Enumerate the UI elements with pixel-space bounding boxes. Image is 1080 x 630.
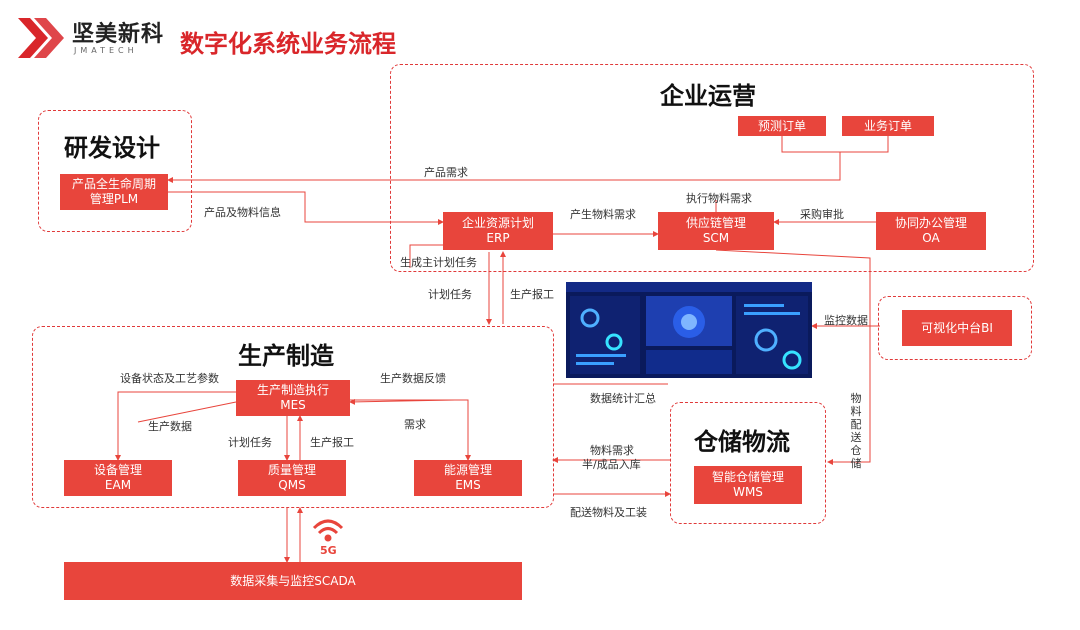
label-material-demand: 物料需求	[590, 444, 634, 457]
label-data-stats: 数据统计汇总	[590, 392, 656, 405]
label-delivery-material: 配送物料及工装	[570, 506, 647, 519]
forecast-order-box[interactable]: 预测订单	[738, 116, 826, 136]
bi-label: 可视化中台BI	[921, 320, 993, 335]
oa-label-1: 协同办公管理	[894, 216, 967, 230]
scm-box[interactable]: 供应链管理 SCM	[658, 212, 774, 250]
region-mfg-title: 生产制造	[238, 342, 334, 370]
qms-box[interactable]: 质量管理 QMS	[238, 460, 346, 496]
label-plan-task-2: 计划任务	[228, 436, 272, 449]
oa-label-2: OA	[922, 231, 940, 245]
region-mfg	[32, 326, 554, 508]
wifi-icon	[312, 519, 344, 542]
ems-label-1: 能源管理	[443, 463, 492, 477]
label-material-to-wh: 物料配送仓储	[850, 392, 862, 470]
plm-box[interactable]: 产品全生命周期 管理PLM	[60, 174, 168, 210]
label-production-report: 生产报工	[510, 288, 554, 301]
label-main-plan-task: 生成主计划任务	[400, 256, 477, 269]
region-wh	[670, 402, 826, 524]
label-monitor-data: 监控数据	[824, 314, 868, 327]
label-device-status: 设备状态及工艺参数	[120, 372, 219, 385]
label-demand: 需求	[404, 418, 426, 431]
label-purchase-approval: 采购审批	[800, 208, 844, 221]
label-production-feedback: 生产数据反馈	[380, 372, 446, 385]
eam-box[interactable]: 设备管理 EAM	[64, 460, 172, 496]
label-plan-task: 计划任务	[428, 288, 472, 301]
ems-box[interactable]: 能源管理 EMS	[414, 460, 522, 496]
wms-label-2: WMS	[733, 485, 763, 499]
logo-subtitle: JMATECH	[74, 46, 138, 55]
logo-name: 坚美新科	[72, 22, 165, 47]
plm-label-2: 管理PLM	[89, 192, 139, 206]
region-wh-title: 仓储物流	[694, 428, 790, 456]
label-product-material-info: 产品及物料信息	[204, 206, 281, 219]
business-order-box[interactable]: 业务订单	[842, 116, 934, 136]
label-semi-finished: 半/成品入库	[582, 458, 641, 471]
label-product-demand: 产品需求	[424, 166, 468, 179]
region-rd-title: 研发设计	[64, 134, 160, 162]
label-5g: 5G	[320, 544, 337, 557]
erp-label-2: ERP	[486, 231, 510, 245]
erp-box[interactable]: 企业资源计划 ERP	[443, 212, 553, 250]
label-production-data: 生产数据	[148, 420, 192, 433]
region-ops	[390, 64, 1034, 272]
plm-label-1: 产品全生命周期	[71, 177, 156, 191]
dashboard-image	[566, 282, 812, 378]
page-title: 数字化系统业务流程	[180, 30, 396, 58]
oa-box[interactable]: 协同办公管理 OA	[876, 212, 986, 250]
mes-box[interactable]: 生产制造执行 MES	[236, 380, 350, 416]
scada-label: 数据采集与监控SCADA	[230, 573, 356, 588]
region-ops-title: 企业运营	[660, 82, 756, 110]
scm-label-1: 供应链管理	[685, 216, 746, 230]
label-production-report-2: 生产报工	[310, 436, 354, 449]
ems-label-2: EMS	[455, 478, 481, 492]
mes-label-2: MES	[280, 398, 306, 412]
region-bi	[878, 296, 1032, 360]
label-exec-material-demand: 执行物料需求	[686, 192, 752, 205]
scm-label-2: SCM	[702, 231, 730, 245]
wms-label-1: 智能仓储管理	[711, 470, 784, 484]
scada-box[interactable]: 数据采集与监控SCADA	[64, 562, 522, 600]
qms-label-2: QMS	[278, 478, 306, 492]
label-produce-material-demand: 产生物料需求	[570, 208, 636, 221]
region-rd	[38, 110, 192, 232]
logo-icon	[16, 18, 64, 58]
erp-label-1: 企业资源计划	[461, 216, 534, 230]
wms-box[interactable]: 智能仓储管理 WMS	[694, 466, 802, 504]
bi-box[interactable]: 可视化中台BI	[902, 310, 1012, 346]
mes-label-1: 生产制造执行	[256, 383, 329, 397]
eam-label-2: EAM	[104, 478, 132, 492]
qms-label-1: 质量管理	[267, 463, 316, 477]
eam-label-1: 设备管理	[93, 463, 142, 477]
